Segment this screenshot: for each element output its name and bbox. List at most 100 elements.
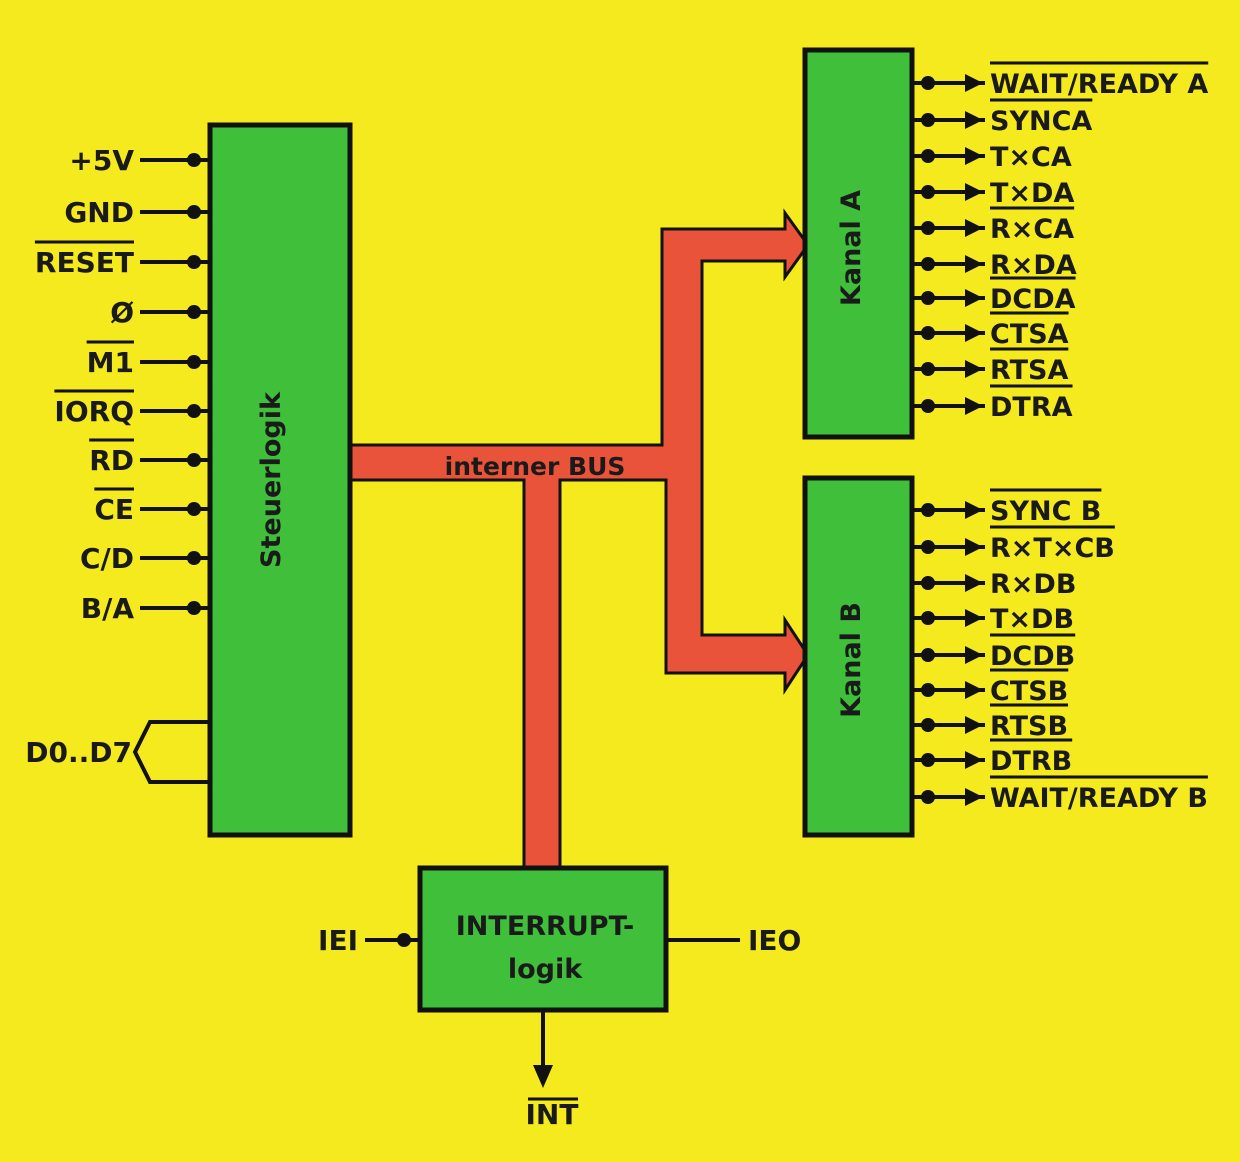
internal-bus-label: interner BUS [445,452,626,481]
control-pin-label: GND [64,196,134,229]
channel-b-pin: R×T×CB [912,525,1115,564]
channel-b-pin-label: R×DB [990,569,1076,600]
interrupt-pins: IEI IEO INT [318,924,801,1131]
control-pin: Ø [110,296,210,329]
pin-dot [921,185,935,199]
control-pin-label: IORQ [54,395,134,428]
pin-dot [187,255,201,269]
pin-arrow [965,501,983,519]
channel-b-pin: T×DB [912,604,1074,635]
channel-a-pin: R×CA [912,206,1074,245]
data-bus-label: D0..D7 [25,736,132,769]
control-pin-label: Ø [110,296,134,329]
pin-arrow [965,324,983,342]
channel-b-pin: DCDB [912,633,1076,672]
pin-dot [187,601,201,615]
control-pin: +5V [69,144,210,177]
channel-a-pin: DTRA [912,384,1073,423]
channel-a-pin-label: WAIT/READY A [990,69,1208,100]
channel-a-pin: WAIT/READY A [912,61,1208,100]
channel-a-pin-label: T×DA [990,178,1074,209]
control-pin-label: RD [89,444,134,477]
int-arrow [533,1065,553,1088]
channel-a-pin-label: RTSA [990,355,1068,386]
channel-a-pin: T×CA [912,142,1072,173]
pin-dot [187,153,201,167]
channel-b-pins: SYNC BR×T×CBR×DBT×DBDCDBCTSBRTSBDTRBWAIT… [912,488,1208,814]
pin-dot [921,291,935,305]
control-logic-label: Steuerlogik [256,391,287,568]
channel-b-pin: SYNC B [912,488,1102,527]
iei-dot [397,933,411,947]
channel-b-pin-label: T×DB [990,604,1074,635]
channel-b-pin-label: WAIT/READY B [990,783,1208,814]
pin-dot [921,503,935,517]
channel-a-pin: T×DA [912,178,1074,209]
pin-dot [187,453,201,467]
channel-b-pin: CTSB [912,668,1069,707]
pin-dot [187,502,201,516]
control-pin: RD [89,438,210,477]
pin-dot [921,221,935,235]
channel-b-pin: R×DB [912,569,1076,600]
channel-a-pin-label: R×DA [990,250,1077,281]
pin-dot [921,718,935,732]
pin-arrow [965,219,983,237]
pin-dot [187,551,201,565]
ieo-label: IEO [748,924,801,957]
pin-dot [921,648,935,662]
pin-arrow [965,360,983,378]
channel-b-pin: DTRB [912,738,1073,777]
pin-dot [921,790,935,804]
control-pin: C/D [80,542,210,575]
interrupt-logic-label-1: INTERRUPT- [456,911,634,942]
control-pin: RESET [34,240,210,279]
pin-dot [921,113,935,127]
channel-a-pin-label: SYNCA [990,106,1092,137]
pin-arrow [965,255,983,273]
pin-dot [187,205,201,219]
data-bus-arrow [132,720,212,784]
pin-dot [921,399,935,413]
channel-a-pin: RTSA [912,347,1068,386]
channel-a-pin: SYNCA [912,98,1092,137]
pin-arrow [965,646,983,664]
channel-a-pin-label: CTSA [990,319,1069,350]
channel-b-pin-label: DCDB [990,641,1075,672]
pin-arrow [965,111,983,129]
iei-label: IEI [318,924,358,957]
pin-arrow [965,716,983,734]
pin-arrow [965,574,983,592]
channel-b-label: Kanal B [836,602,867,718]
channel-b-pin-label: R×T×CB [990,533,1115,564]
control-pin: CE [94,487,210,526]
pin-arrow [965,609,983,627]
pin-arrow [965,397,983,415]
pin-arrow [965,538,983,556]
control-logic-block [207,122,353,838]
channel-b-pin-label: DTRB [990,746,1072,777]
control-pin-label: B/A [81,592,135,625]
channel-a-pin-label: DTRA [990,392,1073,423]
pin-dot [921,362,935,376]
internal-bus [348,208,810,872]
pin-dot [187,404,201,418]
pin-dot [921,611,935,625]
pin-dot [921,540,935,554]
channel-b-block [802,475,915,838]
channel-a-pin-label: DCDA [990,284,1076,315]
pin-dot [921,76,935,90]
pin-dot [921,149,935,163]
pin-arrow [965,681,983,699]
pin-arrow [965,751,983,769]
pin-arrow [965,289,983,307]
pin-arrow [965,788,983,806]
pin-arrow [965,147,983,165]
control-pin: GND [64,196,210,229]
control-pin-label: M1 [87,346,134,379]
data-bus-pin: D0..D7 [25,720,212,784]
pin-dot [921,576,935,590]
